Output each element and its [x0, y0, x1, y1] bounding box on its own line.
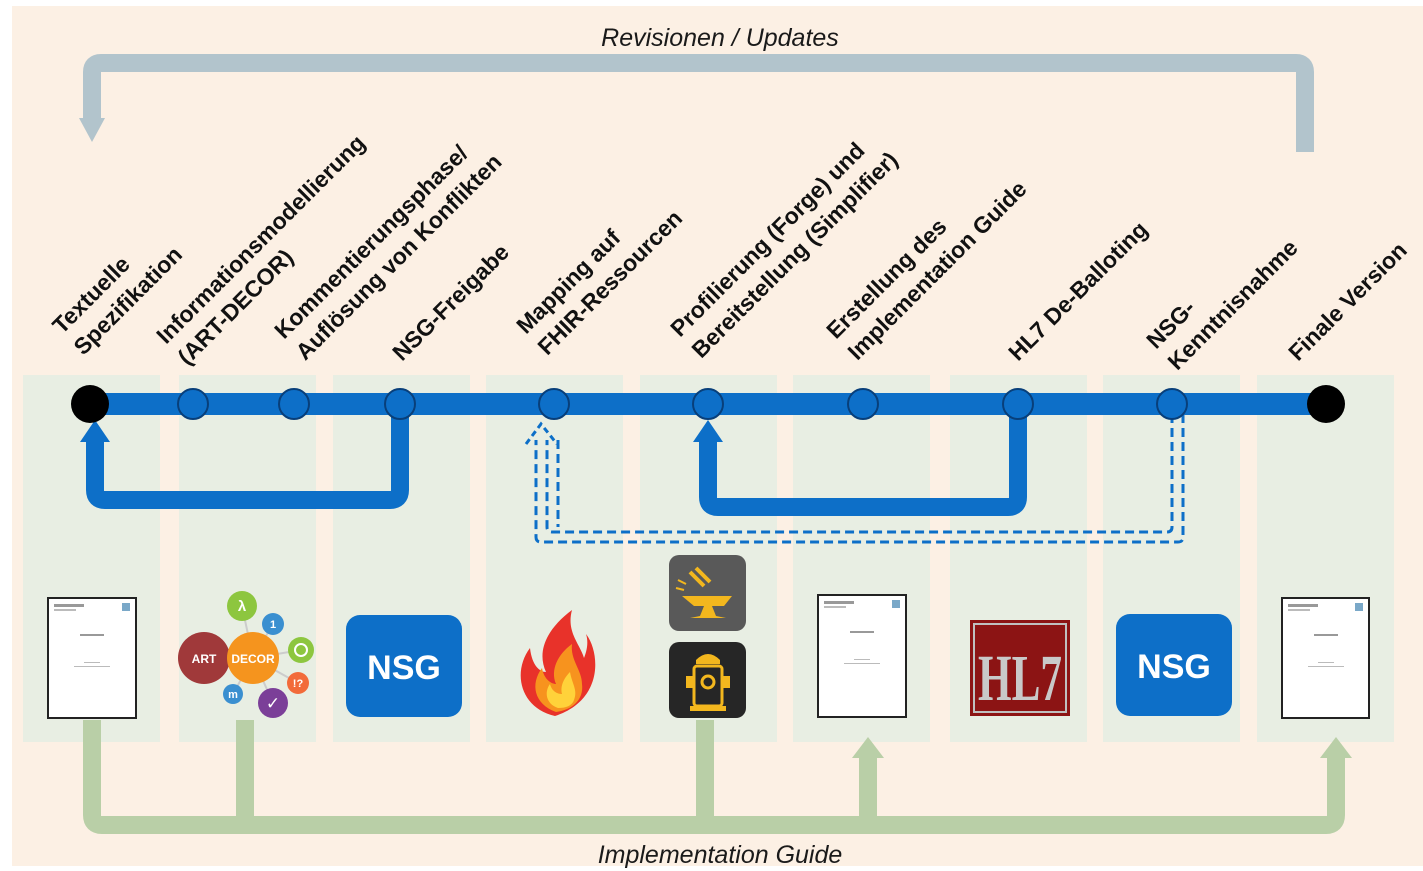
timeline-node — [847, 388, 879, 420]
svg-text:✓: ✓ — [266, 694, 280, 713]
feedback-loop-balloting — [693, 404, 1027, 516]
nsg-logo: NSG — [1116, 614, 1232, 716]
timeline-start-node — [71, 385, 109, 423]
feedback-loop-dashed — [524, 414, 1185, 544]
nsg-logo: NSG — [346, 615, 462, 717]
svg-text:m: m — [228, 689, 238, 701]
document-icon — [1281, 597, 1370, 719]
implementation-guide-arrowheads — [852, 737, 1352, 758]
timeline-end-node — [1307, 385, 1345, 423]
timeline-node — [1156, 388, 1188, 420]
svg-text:NSG: NSG — [1137, 648, 1211, 686]
revision-arrow — [79, 54, 1314, 152]
hl7-logo: HL7 — [970, 620, 1070, 716]
timeline-node — [692, 388, 724, 420]
implementation-guide-arrow — [83, 720, 1345, 834]
svg-text:λ: λ — [238, 598, 247, 615]
fhir-flame-icon — [520, 610, 596, 716]
timeline — [71, 385, 1345, 423]
simplifier-hydrant-icon — [669, 642, 746, 718]
svg-text:NSG: NSG — [367, 649, 441, 687]
svg-text:!?: !? — [293, 678, 304, 690]
timeline-node — [1002, 388, 1034, 420]
svg-text:DECOR: DECOR — [231, 652, 275, 666]
svg-text:HL7: HL7 — [978, 642, 1062, 715]
timeline-node — [177, 388, 209, 420]
timeline-node — [384, 388, 416, 420]
feedback-loop-nsg — [80, 404, 409, 509]
document-icon — [817, 594, 907, 718]
implementation-guide-caption: Implementation Guide — [598, 841, 843, 869]
timeline-node — [278, 388, 310, 420]
art-decor-logo: ART DECOR λ 1 !? ✓ m — [178, 591, 314, 718]
svg-text:ART: ART — [192, 652, 217, 666]
svg-text:1: 1 — [270, 619, 276, 631]
revision-caption: Revisionen / Updates — [601, 24, 839, 52]
timeline-node — [538, 388, 570, 420]
forge-anvil-icon — [669, 555, 746, 631]
document-icon — [47, 597, 137, 719]
